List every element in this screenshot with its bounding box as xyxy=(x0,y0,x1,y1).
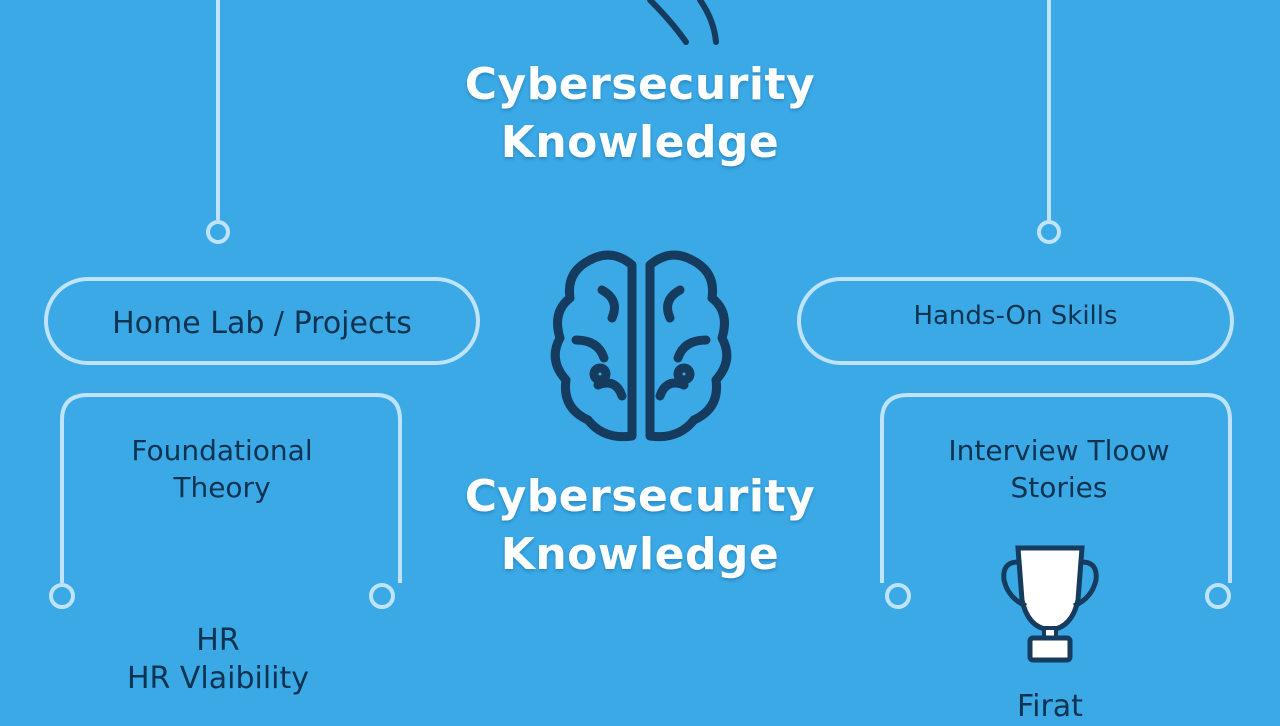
trophy-icon xyxy=(1001,545,1099,663)
center-mid-title-line2: Knowledge xyxy=(500,529,780,580)
right-card-line1: Interview Tloow xyxy=(948,434,1170,467)
left-card-label: Foundational Theory xyxy=(62,432,382,506)
connector-node-left-top xyxy=(206,220,230,244)
right-card-line2: Stories xyxy=(1010,471,1108,504)
right-card-node-left xyxy=(885,583,911,609)
right-bottom-label: Firat xyxy=(1017,689,1083,724)
right-card-outline xyxy=(880,393,1232,583)
left-bottom-label: HR HR Vlaibility xyxy=(70,622,366,698)
right-card-node-right xyxy=(1205,583,1231,609)
center-top-title-line1: Cybersecurity xyxy=(464,59,816,110)
center-mid-title-line1: Cybersecurity xyxy=(464,471,816,522)
center-mid-title: Cybersecurity Knowledge xyxy=(440,468,840,584)
brain-icon xyxy=(550,250,732,442)
center-top-title-line2: Knowledge xyxy=(500,117,780,168)
left-bottom-line2: HR Vlaibility xyxy=(126,661,310,696)
left-card-node-left xyxy=(49,583,75,609)
right-card-label: Interview Tloow Stories xyxy=(882,432,1236,506)
left-pill-outline xyxy=(44,277,480,365)
connector-node-right-top xyxy=(1037,220,1061,244)
left-card-node-right xyxy=(369,583,395,609)
right-pill-outline xyxy=(797,277,1234,365)
left-card-line1: Foundational xyxy=(131,434,313,467)
top-curve-icon xyxy=(647,0,719,45)
left-card-line2: Theory xyxy=(173,471,271,504)
center-top-title: Cybersecurity Knowledge xyxy=(440,56,840,172)
left-bottom-line1: HR xyxy=(196,623,240,658)
right-pill-label: Hands-On Skills xyxy=(913,301,1118,331)
left-pill-label: Home Lab / Projects xyxy=(112,306,412,341)
left-card-outline xyxy=(60,393,402,583)
